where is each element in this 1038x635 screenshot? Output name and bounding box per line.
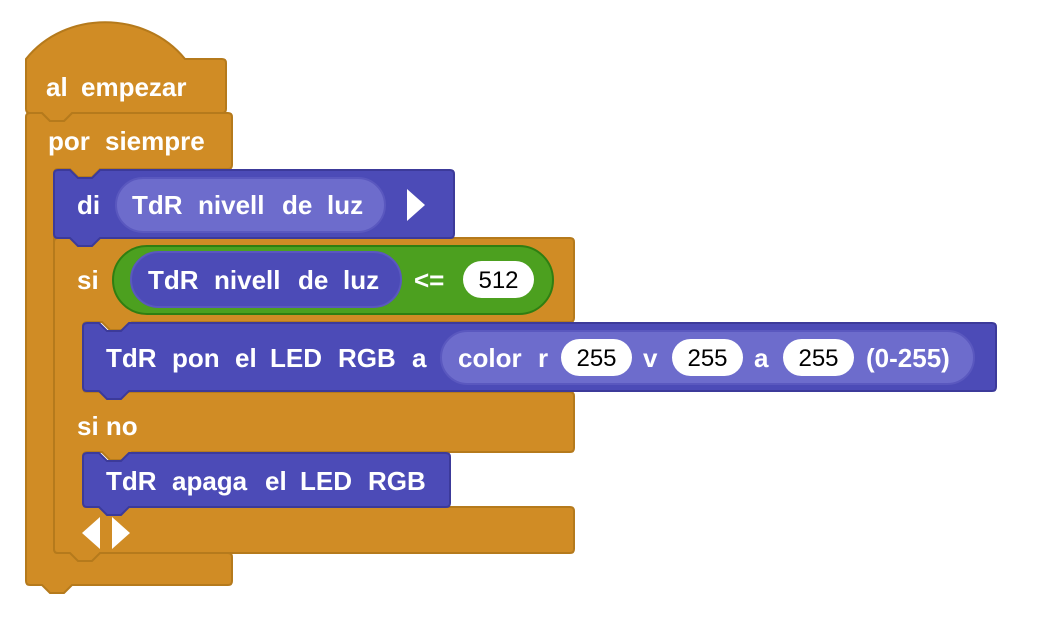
set-led-word-a: a xyxy=(412,343,427,373)
off-led-word-tdr: TdR xyxy=(106,466,157,496)
threshold-value: 512 xyxy=(478,267,518,294)
else-label: si no xyxy=(77,411,138,441)
expand-arrow-button[interactable] xyxy=(112,517,130,549)
color-range-label: (0-255) xyxy=(866,343,950,373)
set-led-word-led: LED xyxy=(270,343,322,373)
off-led-word-rgb: RGB xyxy=(368,466,426,496)
red-value-input[interactable]: 255 xyxy=(561,339,632,376)
color-reporter[interactable]: color r 255 v 255 a 255 (0-255) xyxy=(440,330,975,385)
triangle-left-icon xyxy=(82,517,100,549)
when-started-hat-block[interactable]: al empezar xyxy=(25,21,227,122)
color-a-label: a xyxy=(754,343,769,373)
reporter-word-de: de xyxy=(298,265,328,295)
reporter-word-luz: luz xyxy=(327,190,363,220)
forever-label-siempre: siempre xyxy=(105,126,205,156)
reporter-word-nivell: nivell xyxy=(214,265,280,295)
triangle-right-icon xyxy=(407,189,425,221)
color-v-label: v xyxy=(643,343,658,373)
green-value: 255 xyxy=(687,345,727,372)
blue-value: 255 xyxy=(798,345,838,372)
say-label: di xyxy=(77,190,100,220)
reporter-word-tdr: TdR xyxy=(148,265,199,295)
light-level-reporter[interactable]: TdR nivell de luz xyxy=(115,177,386,233)
reporter-word-luz: luz xyxy=(343,265,379,295)
color-label: color xyxy=(458,343,522,373)
off-led-word-el: el xyxy=(265,466,287,496)
hat-label-empezar: empezar xyxy=(81,72,187,102)
less-or-equal-operator[interactable]: TdR nivell de luz <= 512 xyxy=(112,245,554,315)
if-else-block[interactable]: si si no xyxy=(53,237,575,562)
turn-off-rgb-led-block[interactable]: TdR apaga el LED RGB xyxy=(82,452,451,516)
red-value: 255 xyxy=(576,345,616,372)
reporter-word-nivell: nivell xyxy=(198,190,264,220)
threshold-input[interactable]: 512 xyxy=(463,261,534,298)
color-r-label: r xyxy=(538,343,548,373)
reporter-word-tdr: TdR xyxy=(132,190,183,220)
set-rgb-led-block[interactable]: TdR pon el LED RGB a color r 255 v 255 a… xyxy=(82,322,997,400)
off-led-word-led: LED xyxy=(300,466,352,496)
reporter-word-de: de xyxy=(282,190,312,220)
operator-symbol: <= xyxy=(414,265,444,295)
condition-light-level-reporter[interactable]: TdR nivell de luz xyxy=(130,251,402,308)
hat-label-al: al xyxy=(46,72,68,102)
forever-label-por: por xyxy=(48,126,90,156)
say-block[interactable]: di TdR nivell de luz xyxy=(53,169,455,247)
say-expand-button[interactable] xyxy=(407,189,425,221)
green-value-input[interactable]: 255 xyxy=(672,339,743,376)
off-led-word-apaga: apaga xyxy=(172,466,248,496)
set-led-word-el: el xyxy=(235,343,257,373)
triangle-right-icon xyxy=(112,517,130,549)
blue-value-input[interactable]: 255 xyxy=(783,339,854,376)
if-label: si xyxy=(77,265,99,295)
set-led-word-tdr: TdR xyxy=(106,343,157,373)
forever-block[interactable]: por siempre xyxy=(25,112,233,594)
set-led-word-rgb: RGB xyxy=(338,343,396,373)
set-led-word-pon: pon xyxy=(172,343,220,373)
collapse-arrow-button[interactable] xyxy=(82,517,100,549)
